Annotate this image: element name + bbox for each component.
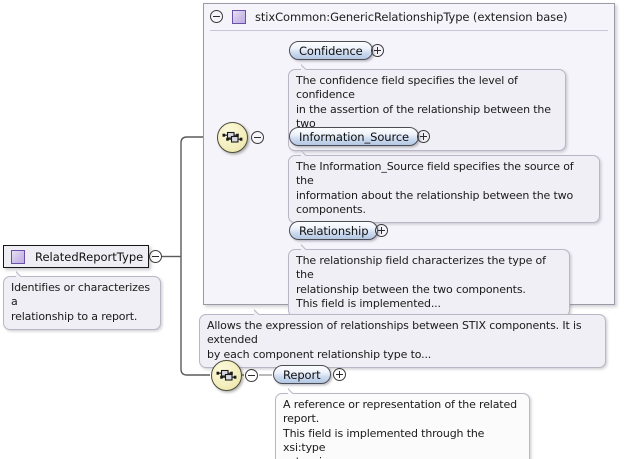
annotation-pointer [254,308,268,315]
sequence-collapse-icon-own-content[interactable] [245,369,258,382]
annotation-text: The confidence field specifies the level… [296,74,551,144]
annotation-pointer [288,387,302,394]
element-confidence[interactable]: Confidence [289,41,373,60]
root-type-collapse-icon[interactable] [149,250,162,263]
element-relationship-annotation: The relationship field characterizes the… [288,249,570,318]
element-report-annotation: A reference or representation of the rel… [275,393,530,459]
annotation-pointer [301,243,315,250]
annotation-pointer [301,63,315,70]
annotation-pointer [301,149,315,156]
sequence-icon-own-content[interactable] [211,360,242,391]
extension-base-divider [210,30,608,31]
element-report[interactable]: Report [273,365,331,384]
extension-base-annotation: Allows the expression of relationships b… [199,314,606,368]
sequence-collapse-icon-extension-base[interactable] [251,131,264,144]
extension-base-collapse-icon[interactable] [210,10,223,23]
extension-base-title: stixCommon:GenericRelationshipType (exte… [255,9,568,24]
annotation-text: The Information_Source field specifies t… [296,160,574,216]
element-relationship-expand-icon[interactable] [375,224,388,237]
complex-type-icon [11,249,25,264]
root-type-annotation: Identifies or characterizes a relationsh… [3,276,161,330]
element-report-label: Report [283,367,321,382]
annotation-text: Identifies or characterizes a relationsh… [11,281,150,323]
element-information-source-label: Information_Source [299,129,410,144]
root-type-box[interactable]: RelatedReportType [3,245,149,268]
root-type-label: RelatedReportType [35,249,144,264]
sequence-glyph [222,131,243,143]
element-confidence-expand-icon[interactable] [371,44,384,57]
element-confidence-label: Confidence [299,43,363,58]
extension-base-header: stixCommon:GenericRelationshipType (exte… [203,3,615,30]
complex-type-icon [232,9,246,24]
annotation-text: Allows the expression of relationships b… [207,319,582,361]
element-information-source-annotation: The Information_Source field specifies t… [288,155,600,224]
element-relationship-label: Relationship [299,223,369,238]
sequence-glyph [216,369,237,381]
sequence-icon-extension-base[interactable] [217,122,248,153]
element-information-source[interactable]: Information_Source [289,127,420,146]
annotation-text: A reference or representation of the rel… [283,398,517,459]
annotation-pointer [16,270,30,277]
annotation-text: The relationship field characterizes the… [296,254,546,310]
element-information-source-expand-icon[interactable] [417,130,430,143]
element-report-expand-icon[interactable] [333,368,346,381]
element-relationship[interactable]: Relationship [289,221,379,240]
